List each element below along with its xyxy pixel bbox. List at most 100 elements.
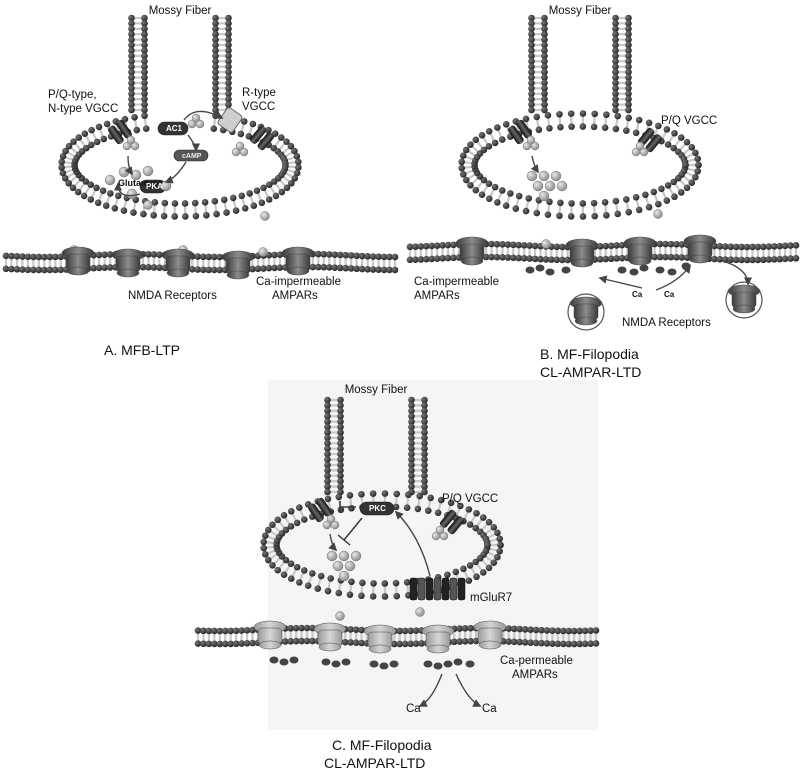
lipid-head: [424, 507, 432, 514]
lipid-head: [324, 488, 331, 496]
lipid-tail: [269, 530, 279, 537]
lipid-head: [479, 514, 487, 521]
receptor-base: [368, 644, 392, 654]
top-labels: AC1 cAMP PKA Ca Ca PKC: [146, 124, 675, 513]
lipid-head: [423, 242, 430, 250]
lipid-head: [612, 47, 619, 54]
lipid-head: [439, 242, 446, 249]
lipid-head: [467, 141, 474, 148]
lipid-head: [579, 200, 587, 207]
lipid-head: [485, 518, 493, 526]
lipid-tail: [269, 185, 276, 195]
lipid-head: [535, 126, 543, 134]
lipid-head: [324, 429, 331, 436]
lipid-head: [403, 579, 411, 586]
lipid-head: [498, 136, 506, 143]
lipid-tail: [467, 150, 477, 157]
lipid-head: [199, 266, 207, 274]
lipid-head: [544, 211, 552, 218]
lipid-head: [576, 627, 583, 635]
lipid-head: [447, 499, 455, 507]
lipid-head: [212, 101, 219, 108]
lipid-head: [673, 240, 680, 248]
lipid-head: [537, 255, 544, 263]
lipid-head: [128, 79, 135, 87]
lipid-head: [549, 627, 556, 634]
lipid-tail: [64, 155, 74, 162]
lipid-head: [439, 255, 446, 262]
lipid-head: [353, 265, 360, 273]
lipid-head: [145, 263, 152, 271]
lipid-tail: [668, 186, 675, 196]
lipid-head: [324, 434, 331, 442]
synaptic-vesicle: [235, 141, 245, 151]
lipid-head: [128, 20, 135, 27]
lipid-tail: [63, 161, 73, 165]
lipid-head: [141, 106, 148, 114]
lipid-head: [776, 242, 783, 250]
lipid-head: [504, 241, 512, 248]
lipid-head: [342, 264, 349, 272]
lipid-head: [528, 30, 535, 38]
lipid-head: [456, 625, 463, 632]
lipid-head: [57, 266, 65, 274]
lipid-head: [601, 199, 609, 206]
lipid-tail: [66, 151, 76, 158]
lipid-head: [590, 123, 598, 131]
lipid-head: [490, 523, 498, 531]
lipid-head: [225, 25, 232, 33]
lipid-head: [727, 243, 735, 251]
synaptic-vesicle: [126, 135, 136, 145]
lipid-head: [61, 175, 69, 182]
lipid-head: [237, 130, 245, 138]
lipid-head: [711, 255, 718, 263]
lipid-head: [521, 639, 529, 646]
lipid-head: [386, 266, 393, 274]
receptor: [565, 238, 599, 268]
lipid-head: [324, 450, 331, 458]
lipid-head: [331, 264, 339, 271]
lipid-tail: [615, 202, 619, 213]
lipid-head: [200, 640, 207, 648]
lipid-tail: [223, 201, 228, 211]
lipid-head: [421, 467, 428, 474]
lipid-head: [150, 251, 158, 258]
lipid-tail: [284, 171, 294, 179]
lipid-head: [664, 182, 672, 189]
lipid-tail: [282, 175, 291, 183]
synaptic-vesicle: [435, 525, 445, 535]
lipid-head: [541, 63, 548, 71]
lipid-tail: [143, 117, 148, 127]
lipid-head: [325, 264, 333, 271]
lipid-head: [324, 587, 332, 595]
lipid-head: [541, 52, 548, 60]
lipid-head: [591, 110, 599, 118]
lipid-head: [335, 589, 343, 597]
lipid-tail: [682, 175, 691, 183]
lipid-head: [260, 544, 268, 552]
endocytosis-loop: [567, 293, 605, 331]
lipid-head: [658, 185, 665, 193]
lipid-head: [433, 255, 441, 262]
lipid-head: [485, 564, 493, 572]
lipid-head: [612, 106, 619, 114]
lipid-head: [671, 129, 678, 137]
lipid-head: [35, 253, 43, 261]
lipid-head: [526, 255, 533, 262]
lipid-head: [496, 535, 504, 543]
synaptic-vesicle: [326, 514, 336, 524]
lipid-head: [592, 640, 600, 647]
lipid-head: [212, 90, 219, 98]
ion-particle: [629, 268, 639, 276]
lipid-head: [58, 158, 66, 166]
lipid-head: [225, 90, 232, 98]
lipid-head: [150, 211, 157, 219]
lipid-head: [625, 95, 632, 103]
lipid-head: [8, 252, 15, 260]
lipid-head: [337, 423, 344, 431]
lipid-head: [225, 101, 232, 108]
lipid-head: [346, 492, 354, 499]
lipid-tail: [66, 171, 76, 179]
lipid-head: [622, 127, 630, 134]
lipid-head: [337, 439, 344, 447]
